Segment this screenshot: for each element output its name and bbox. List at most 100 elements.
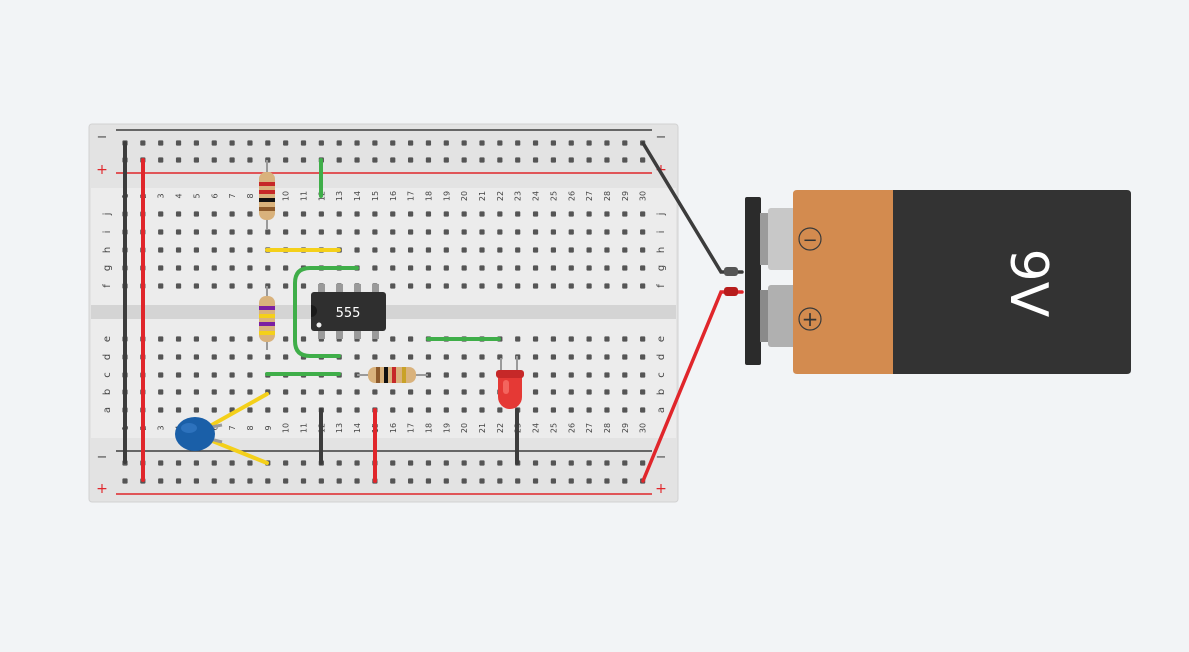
- breadboard-hole[interactable]: [532, 140, 539, 146]
- breadboard-hole[interactable]: [211, 336, 217, 342]
- breadboard-hole[interactable]: [372, 247, 378, 253]
- breadboard-hole[interactable]: [622, 407, 628, 413]
- breadboard-hole[interactable]: [532, 460, 539, 466]
- breadboard-hole[interactable]: [622, 211, 628, 217]
- breadboard-hole[interactable]: [586, 407, 592, 413]
- breadboard-hole[interactable]: [300, 407, 307, 413]
- breadboard-hole[interactable]: [425, 211, 432, 217]
- breadboard-hole[interactable]: [265, 354, 271, 360]
- breadboard-hole[interactable]: [193, 247, 199, 253]
- wires[interactable]: [123, 141, 519, 483]
- breadboard-hole[interactable]: [318, 229, 324, 235]
- breadboard-hole[interactable]: [461, 140, 467, 146]
- breadboard-hole[interactable]: [622, 460, 628, 466]
- breadboard-hole[interactable]: [550, 389, 556, 395]
- breadboard-hole[interactable]: [318, 478, 324, 484]
- breadboard-hole[interactable]: [390, 247, 396, 253]
- breadboard-hole[interactable]: [568, 211, 574, 217]
- breadboard-hole[interactable]: [372, 229, 378, 235]
- breadboard-hole[interactable]: [515, 229, 521, 235]
- breadboard-hole[interactable]: [158, 478, 164, 484]
- breadboard-hole[interactable]: [211, 478, 217, 484]
- breadboard-hole[interactable]: [604, 460, 610, 466]
- breadboard-hole[interactable]: [158, 283, 164, 289]
- breadboard-hole[interactable]: [283, 265, 289, 271]
- breadboard-hole[interactable]: [515, 157, 521, 163]
- breadboard-hole[interactable]: [532, 407, 539, 413]
- breadboard-hole[interactable]: [229, 229, 235, 235]
- breadboard-hole[interactable]: [140, 140, 146, 146]
- breadboard-hole[interactable]: [532, 336, 539, 342]
- breadboard-hole[interactable]: [568, 407, 574, 413]
- breadboard-hole[interactable]: [604, 265, 610, 271]
- breadboard-hole[interactable]: [461, 372, 467, 378]
- breadboard-hole[interactable]: [604, 354, 610, 360]
- breadboard-hole[interactable]: [390, 265, 396, 271]
- breadboard-hole[interactable]: [568, 157, 574, 163]
- breadboard-hole[interactable]: [532, 265, 539, 271]
- breadboard-hole[interactable]: [247, 407, 253, 413]
- breadboard-hole[interactable]: [175, 140, 182, 146]
- breadboard-hole[interactable]: [497, 229, 503, 235]
- breadboard-hole[interactable]: [622, 265, 628, 271]
- breadboard-hole[interactable]: [461, 157, 467, 163]
- breadboard-hole[interactable]: [586, 229, 592, 235]
- breadboard-hole[interactable]: [229, 140, 235, 146]
- breadboard-hole[interactable]: [532, 211, 539, 217]
- breadboard-hole[interactable]: [211, 157, 217, 163]
- breadboard-hole[interactable]: [354, 389, 360, 395]
- breadboard-hole[interactable]: [408, 229, 414, 235]
- ic-555[interactable]: 555: [311, 284, 386, 339]
- breadboard-hole[interactable]: [622, 140, 628, 146]
- breadboard-hole[interactable]: [550, 372, 556, 378]
- breadboard-hole[interactable]: [158, 211, 164, 217]
- breadboard-hole[interactable]: [193, 229, 199, 235]
- breadboard-hole[interactable]: [568, 229, 574, 235]
- breadboard-hole[interactable]: [283, 157, 289, 163]
- breadboard-hole[interactable]: [283, 211, 289, 217]
- breadboard-hole[interactable]: [425, 247, 432, 253]
- breadboard-hole[interactable]: [300, 229, 307, 235]
- breadboard-hole[interactable]: [622, 389, 628, 395]
- breadboard-hole[interactable]: [461, 265, 467, 271]
- breadboard-hole[interactable]: [318, 140, 324, 146]
- breadboard-hole[interactable]: [443, 460, 449, 466]
- breadboard-hole[interactable]: [532, 478, 539, 484]
- breadboard-hole[interactable]: [497, 211, 503, 217]
- battery-wires[interactable]: [641, 141, 744, 483]
- breadboard-hole[interactable]: [497, 140, 503, 146]
- breadboard-hole[interactable]: [372, 211, 378, 217]
- breadboard-hole[interactable]: [640, 265, 646, 271]
- breadboard-hole[interactable]: [461, 247, 467, 253]
- breadboard-hole[interactable]: [283, 354, 289, 360]
- breadboard-hole[interactable]: [390, 229, 396, 235]
- breadboard-hole[interactable]: [568, 265, 574, 271]
- breadboard-hole[interactable]: [443, 265, 449, 271]
- breadboard-hole[interactable]: [300, 211, 307, 217]
- breadboard-hole[interactable]: [122, 478, 128, 484]
- breadboard-hole[interactable]: [604, 229, 610, 235]
- breadboard-hole[interactable]: [354, 247, 360, 253]
- breadboard-hole[interactable]: [158, 336, 164, 342]
- battery-9v[interactable]: − + 9V: [745, 190, 1131, 374]
- breadboard-hole[interactable]: [425, 389, 432, 395]
- breadboard-hole[interactable]: [479, 157, 485, 163]
- breadboard-hole[interactable]: [479, 265, 485, 271]
- breadboard-hole[interactable]: [408, 336, 414, 342]
- breadboard-hole[interactable]: [479, 354, 485, 360]
- led[interactable]: [496, 356, 524, 409]
- breadboard-hole[interactable]: [479, 211, 485, 217]
- breadboard-hole[interactable]: [515, 211, 521, 217]
- breadboard-hole[interactable]: [425, 229, 432, 235]
- breadboard-hole[interactable]: [158, 354, 164, 360]
- breadboard-hole[interactable]: [640, 336, 646, 342]
- breadboard-hole[interactable]: [640, 354, 646, 360]
- breadboard-hole[interactable]: [229, 247, 235, 253]
- breadboard-hole[interactable]: [461, 229, 467, 235]
- breadboard-hole[interactable]: [604, 283, 610, 289]
- breadboard-hole[interactable]: [461, 354, 467, 360]
- breadboard-hole[interactable]: [497, 247, 503, 253]
- breadboard-hole[interactable]: [425, 265, 432, 271]
- breadboard-hole[interactable]: [175, 354, 182, 360]
- breadboard-hole[interactable]: [408, 265, 414, 271]
